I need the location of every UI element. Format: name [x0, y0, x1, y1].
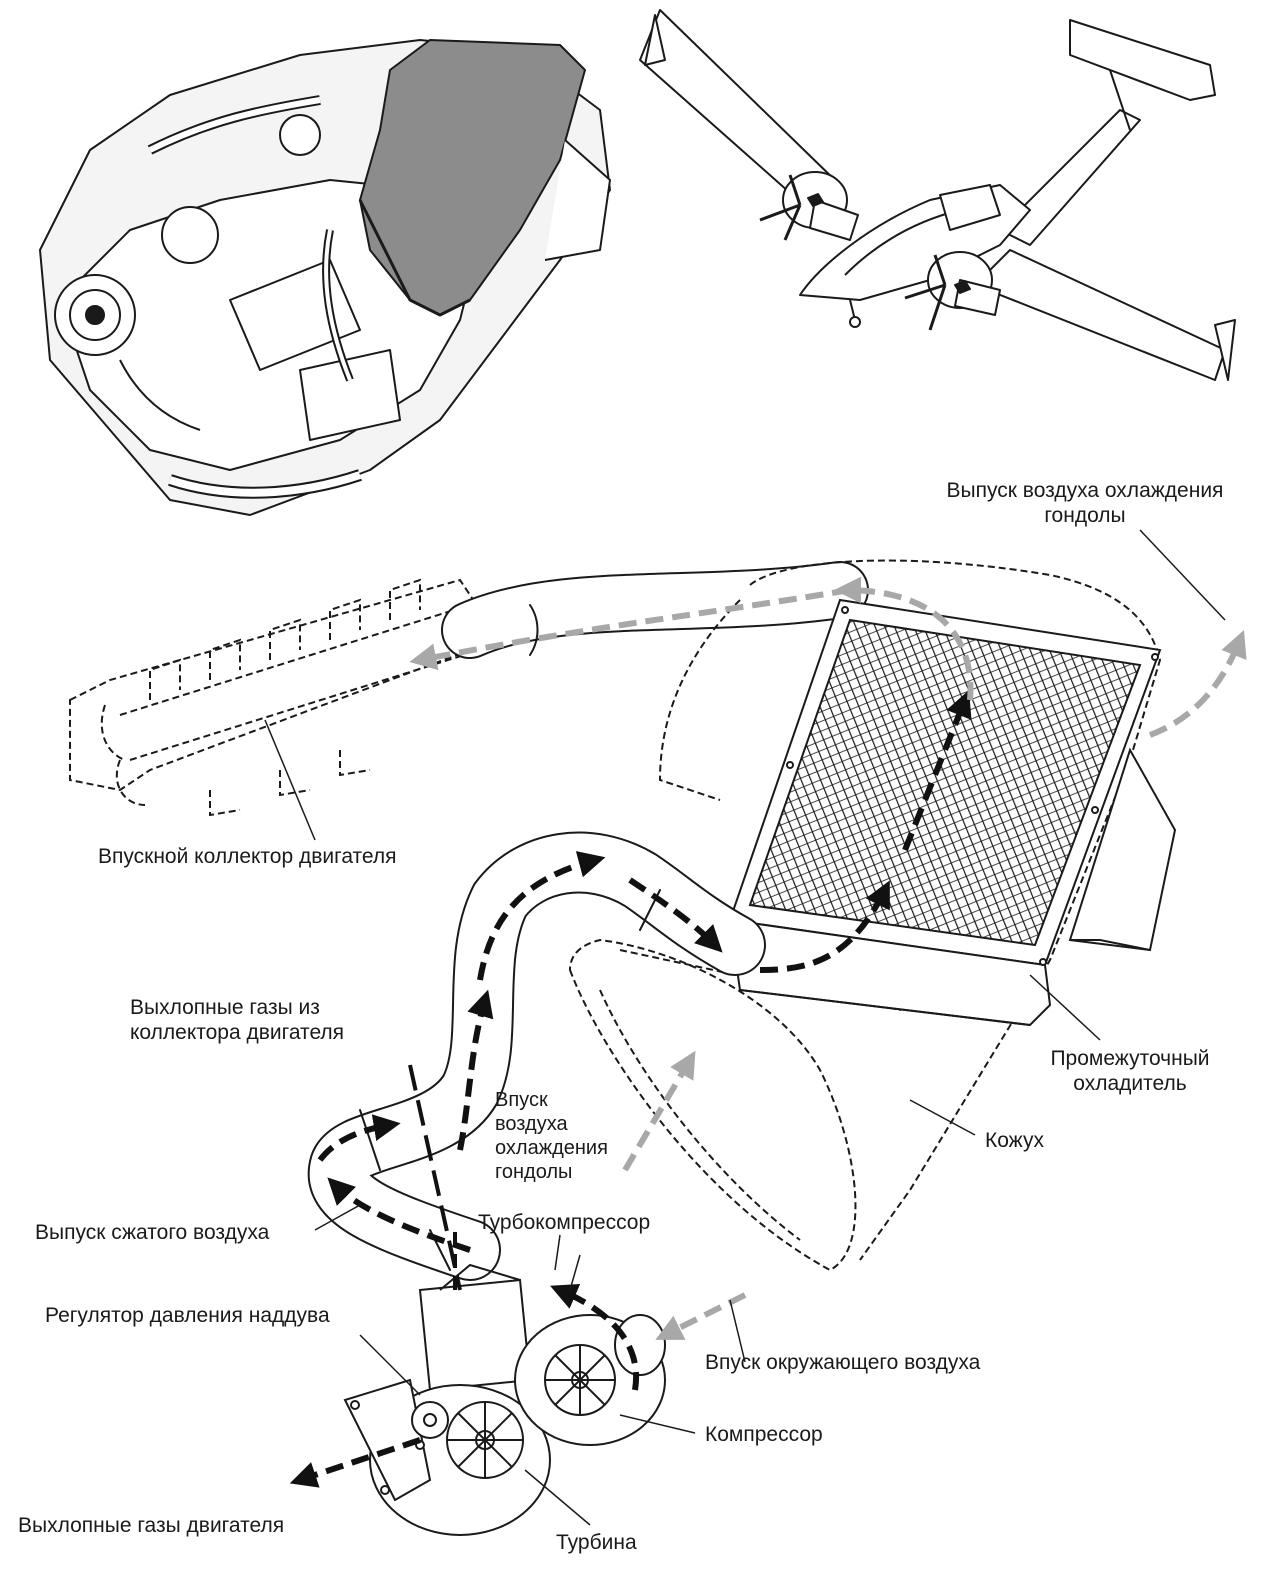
turbocharger-unit — [343, 1263, 666, 1536]
intake-manifold-outline — [69, 578, 482, 817]
label-intake-manifold: Впускной коллектор двигателя — [98, 845, 397, 868]
compressor-wheel — [544, 1344, 616, 1416]
label-shroud: Кожух — [985, 1129, 1044, 1152]
label-nacelle-cooling-outlet: Выпуск воздуха охлаждения гондолы — [946, 479, 1224, 527]
engine-illustration — [39, 39, 611, 516]
label-compressor: Компрессор — [705, 1423, 823, 1446]
cool-flow-arrows — [409, 576, 1247, 1340]
label-turbine: Турбина — [556, 1531, 637, 1554]
charge-air-duct — [441, 561, 869, 659]
label-engine-exhaust: Выхлопные газы двигателя — [18, 1514, 285, 1537]
label-exhaust-from-manifold: Выхлопные газы из коллектора двигателя — [130, 996, 345, 1044]
compressed-air-pipe — [307, 831, 766, 1281]
turbine-wheel — [446, 1401, 524, 1479]
label-turbocharger: Турбокомпрессор — [478, 1211, 651, 1234]
label-wastegate: Регулятор давления наддува — [45, 1304, 330, 1327]
label-nacelle-cooling-inlet: Впуск воздуха охлаждения гондолы — [495, 1089, 608, 1183]
aircraft-illustration — [639, 9, 1236, 381]
hot-flow-arrows — [289, 689, 972, 1488]
label-ambient-air-inlet: Впуск окружающего воздуха — [705, 1351, 981, 1374]
intercooler-core — [728, 598, 1177, 1027]
leader-lines — [264, 529, 1226, 1526]
label-intercooler: Промежуточный охладитель — [1050, 1047, 1210, 1095]
label-compressed-air-outlet: Выпуск сжатого воздуха — [35, 1221, 270, 1244]
